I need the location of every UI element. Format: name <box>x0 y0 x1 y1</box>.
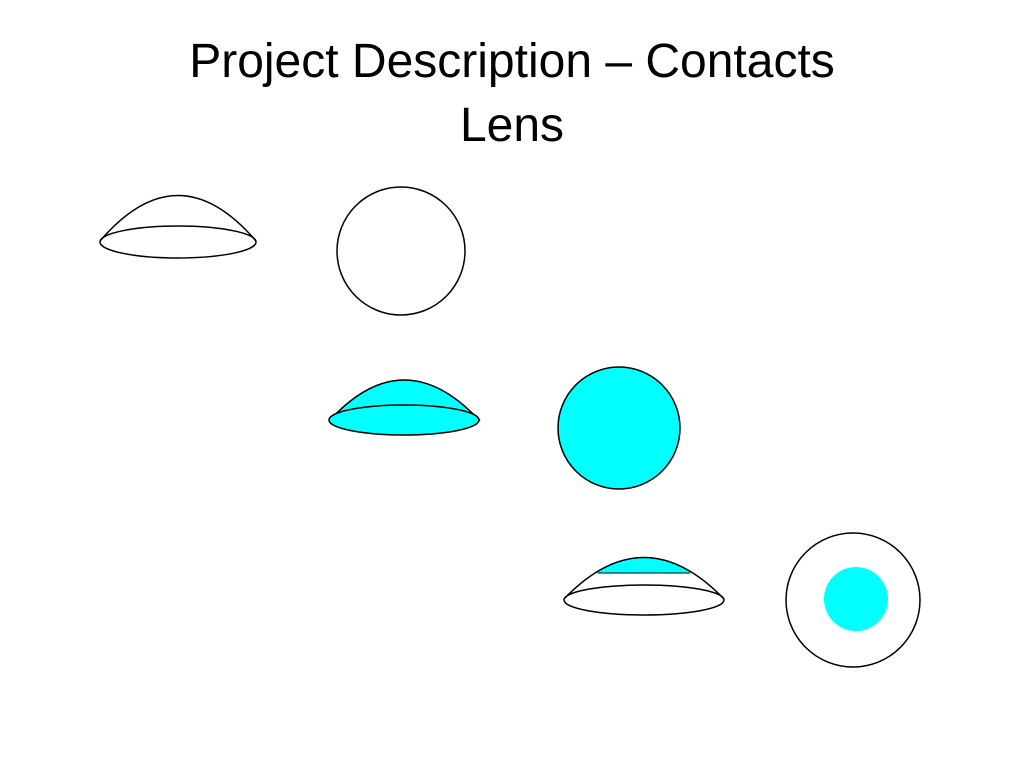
slide-title-line-1: Project Description – Contacts <box>189 35 835 88</box>
center-tinted-lens-center-dot <box>824 567 888 631</box>
fully-tinted-lens-side-view <box>328 379 481 436</box>
center-tinted-lens-front-view <box>785 532 921 668</box>
center-tinted-lens-outer <box>785 532 921 668</box>
slide-title: Project Description – Contacts Lens <box>0 30 1024 158</box>
clear-lens-dome <box>99 194 257 242</box>
clear-lens-side-view <box>99 194 257 259</box>
center-tinted-lens-side-view <box>563 556 725 616</box>
fully-tinted-lens-group <box>328 366 681 490</box>
slide-title-line-2: Lens <box>459 99 565 152</box>
center-tinted-lens-dome <box>563 556 725 600</box>
center-tinted-lens-tint <box>564 557 724 573</box>
clear-lens-group <box>99 186 466 316</box>
center-tinted-lens-rim <box>563 584 725 616</box>
center-tinted-lens-group <box>563 532 921 668</box>
clear-lens-front-view <box>336 186 466 316</box>
fully-tinted-lens-rim <box>328 404 480 436</box>
fully-tinted-lens-front-view <box>557 366 681 490</box>
clear-lens-rim <box>99 225 257 259</box>
